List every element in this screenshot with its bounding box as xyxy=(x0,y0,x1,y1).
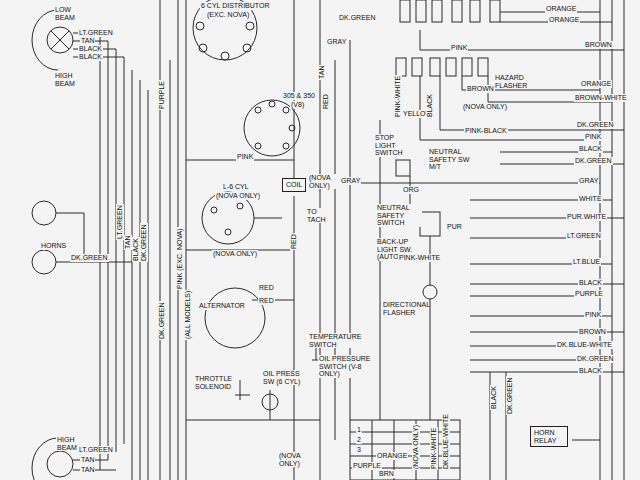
wire-label: RED xyxy=(322,93,330,110)
wire-label: DK.GREEN xyxy=(574,157,613,165)
wire-label: DK.GREEN xyxy=(576,121,615,129)
wire-label: (NOVA ONLY) xyxy=(308,174,336,189)
wire-label: DK.GREEN xyxy=(140,223,148,262)
wire-label: (NOVA ONLY) xyxy=(462,103,508,111)
wire-label: DK.GREEN xyxy=(506,376,514,415)
wire-label: GRAY xyxy=(340,177,361,185)
wire-label: PURPLE xyxy=(352,462,382,470)
wire-label: PINK-WHITE xyxy=(430,427,438,470)
wire-label: BLACK xyxy=(578,279,603,287)
wire-label: PURPLE xyxy=(574,290,604,298)
wire-label: ORANGE xyxy=(376,452,408,460)
relay-box: HORN RELAY xyxy=(530,426,568,447)
wire-label: RED xyxy=(258,297,275,305)
wire-label: (NOVA ONLY) xyxy=(215,192,261,200)
wire-label: (NOVA ONLY) xyxy=(212,250,258,258)
wire-label: GRAY xyxy=(578,177,599,185)
wire-label: OIL PRESSURE SWITCH (V-8 ONLY) xyxy=(318,355,372,378)
wire-label: DK.GREEN xyxy=(158,301,166,340)
wire-label: DK.GREEN xyxy=(576,355,615,363)
component-name: COIL xyxy=(286,181,302,189)
wire-label: DK.GREEN xyxy=(338,14,377,22)
wire-label: LT.GREEN xyxy=(566,232,602,240)
wire-label: HORNS xyxy=(40,242,67,250)
wire-label: RED xyxy=(290,233,298,250)
wire-label: LT.GREEN xyxy=(116,204,124,240)
wire-label: DIRECTIONAL FLASHER xyxy=(382,301,428,316)
wire-label: TAN xyxy=(80,37,95,45)
wire-label: 305 & 350 xyxy=(282,92,316,100)
wire-label: 3 xyxy=(356,446,362,454)
wire-label: ORANGE xyxy=(545,5,577,13)
wire-label: ORANGE xyxy=(548,16,580,24)
wire-label: DK.BLUE-WHITE xyxy=(442,413,450,470)
wire-label: HAZARD FLASHER xyxy=(494,74,530,89)
wire-label: BROWN-WHITE xyxy=(574,94,628,102)
wire-label: BROWN xyxy=(584,41,613,49)
wire-label: TO TACH xyxy=(306,208,326,223)
wire-label: BROWN xyxy=(578,328,607,336)
wire-label: BLACK xyxy=(578,367,603,375)
wire-label: PINK-BLACK xyxy=(464,127,508,135)
wire-label: (EXC. NOVA) xyxy=(206,11,250,19)
wire-label: DK.BLUE-WHITE xyxy=(556,341,613,349)
wire-label: BLACK xyxy=(578,145,603,153)
wire-label: HIGH BEAM xyxy=(54,72,80,87)
wire-label: LOW BEAM xyxy=(54,6,80,21)
wire-label: PINK xyxy=(584,133,602,141)
wire-label: 2 xyxy=(356,436,362,444)
wire-label: DK.GREEN xyxy=(70,254,109,262)
wire-label: (ALL MODELS) xyxy=(184,290,192,340)
wire-label: NEUTRAL SAFETY SW M/T xyxy=(428,148,472,171)
wire-label: ORG xyxy=(402,186,420,194)
wire-label: STOP LIGHT SWITCH xyxy=(374,134,406,157)
wire-label: NEUTRAL SAFETY SWITCH xyxy=(376,204,422,227)
wire-label: LT.BLUE xyxy=(572,258,601,266)
wire-label: WHITE xyxy=(578,195,603,203)
wire-label: (V8) xyxy=(290,101,305,109)
wire-label: TAN xyxy=(124,235,132,250)
wire-label: TAN xyxy=(80,466,95,474)
wire-label: LT.GREEN xyxy=(78,446,114,454)
wire-label: LT.GREEN xyxy=(78,29,114,37)
wire-label: GRAY xyxy=(326,38,347,46)
wire-label: BLACK xyxy=(426,93,434,118)
wire-label: PINK (EXC. NOVA) xyxy=(176,227,184,290)
component-name: HORN RELAY xyxy=(534,429,564,444)
wire-label: TAN xyxy=(80,456,95,464)
wire-label: 1 xyxy=(356,426,362,434)
wire-label: TEMPERATURE SWITCH xyxy=(308,333,360,348)
wire-label: PUR.WHITE xyxy=(566,213,607,221)
wire-label: OIL PRESS SW (6 CYL) xyxy=(262,370,304,385)
wire-label: BLACK xyxy=(78,53,103,61)
wire-label: THROTTLE SOLENOID xyxy=(194,375,236,390)
wire-label: (NOVA ONLY) xyxy=(278,452,310,467)
wire-label: PINK-WHITE xyxy=(398,254,441,262)
wire-label: ORANGE xyxy=(580,80,612,88)
wire-label: PINK xyxy=(584,311,602,319)
wire-label: BLACK xyxy=(78,45,103,53)
wire-label: BRN xyxy=(378,470,395,478)
wire-label: BROWN xyxy=(466,85,495,93)
coil-box: COIL xyxy=(282,178,306,192)
wire-label: BLACK xyxy=(132,237,140,262)
wire-label: L-6 CYL xyxy=(222,183,250,191)
wire-label: (NOVA ONLY) xyxy=(412,424,420,470)
wire-label: BLACK xyxy=(490,385,498,410)
wire-label: PUR xyxy=(446,223,463,231)
wire-label: TAN xyxy=(318,65,326,80)
wire-label: PINK xyxy=(450,44,468,52)
wire-label: RED xyxy=(258,284,275,292)
wire-label: 6 CYL DISTRIBUTOR xyxy=(200,2,270,10)
wire-label: PINK-WHITE xyxy=(394,75,402,118)
wire-label: PINK xyxy=(236,153,254,161)
wire-label: PURPLE xyxy=(158,80,166,110)
wire-label: ALTERNATOR xyxy=(198,302,246,310)
